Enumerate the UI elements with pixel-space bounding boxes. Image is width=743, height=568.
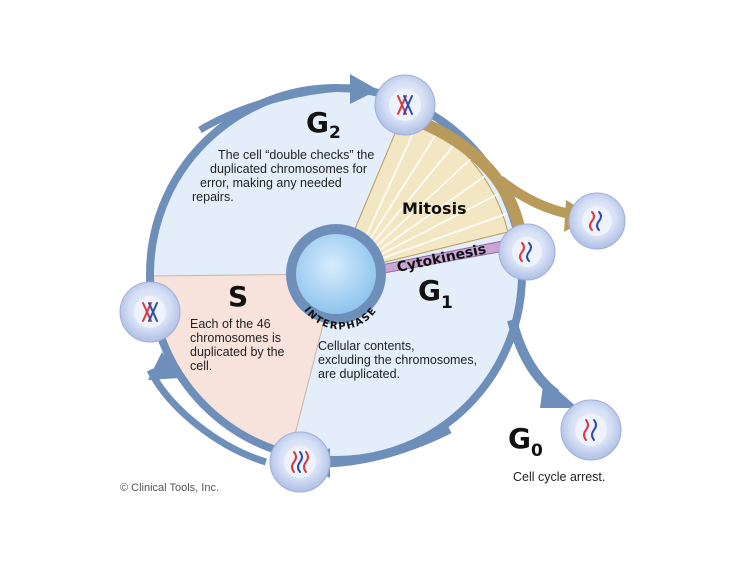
svg-text:are duplicated.: are duplicated. xyxy=(318,367,400,381)
g1-label: G1 xyxy=(418,274,453,313)
cell-daughter-1 xyxy=(498,223,556,281)
svg-text:chromosomes is: chromosomes is xyxy=(190,331,281,345)
cell-daughter-2 xyxy=(568,192,626,250)
mitosis-label: Mitosis xyxy=(402,199,467,218)
cell-s-phase xyxy=(119,281,181,343)
cell-g2-mitosis xyxy=(374,74,436,136)
cycle-arrows xyxy=(146,74,578,478)
svg-text:error, making any needed: error, making any needed xyxy=(200,176,342,190)
g0-description: Cell cycle arrest. xyxy=(513,470,605,484)
cell-g1-start xyxy=(269,431,331,493)
s-label: S xyxy=(228,280,248,313)
g1-description: Cellular contents, excluding the chromos… xyxy=(318,339,477,381)
svg-text:repairs.: repairs. xyxy=(192,190,234,204)
g2-label: G2 xyxy=(306,106,341,143)
interphase-core xyxy=(296,234,376,314)
svg-text:excluding the chromosomes,: excluding the chromosomes, xyxy=(318,353,477,367)
svg-text:Cellular contents,: Cellular contents, xyxy=(318,339,415,353)
svg-text:duplicated chromosomes for: duplicated chromosomes for xyxy=(210,162,367,176)
svg-text:cell.: cell. xyxy=(190,359,212,373)
svg-text:duplicated by the: duplicated by the xyxy=(190,345,285,359)
svg-text:Each of the 46: Each of the 46 xyxy=(190,317,271,331)
cell-g0 xyxy=(560,399,622,461)
mitosis-fan xyxy=(335,111,509,275)
copyright-text: © Clinical Tools, Inc. xyxy=(120,482,219,494)
g2-description: The cell “double checks” the duplicated … xyxy=(192,148,374,204)
g0-label: G0 xyxy=(508,422,543,461)
svg-text:The cell “double checks” the: The cell “double checks” the xyxy=(218,148,374,162)
s-description: Each of the 46 chromosomes is duplicated… xyxy=(190,317,285,373)
